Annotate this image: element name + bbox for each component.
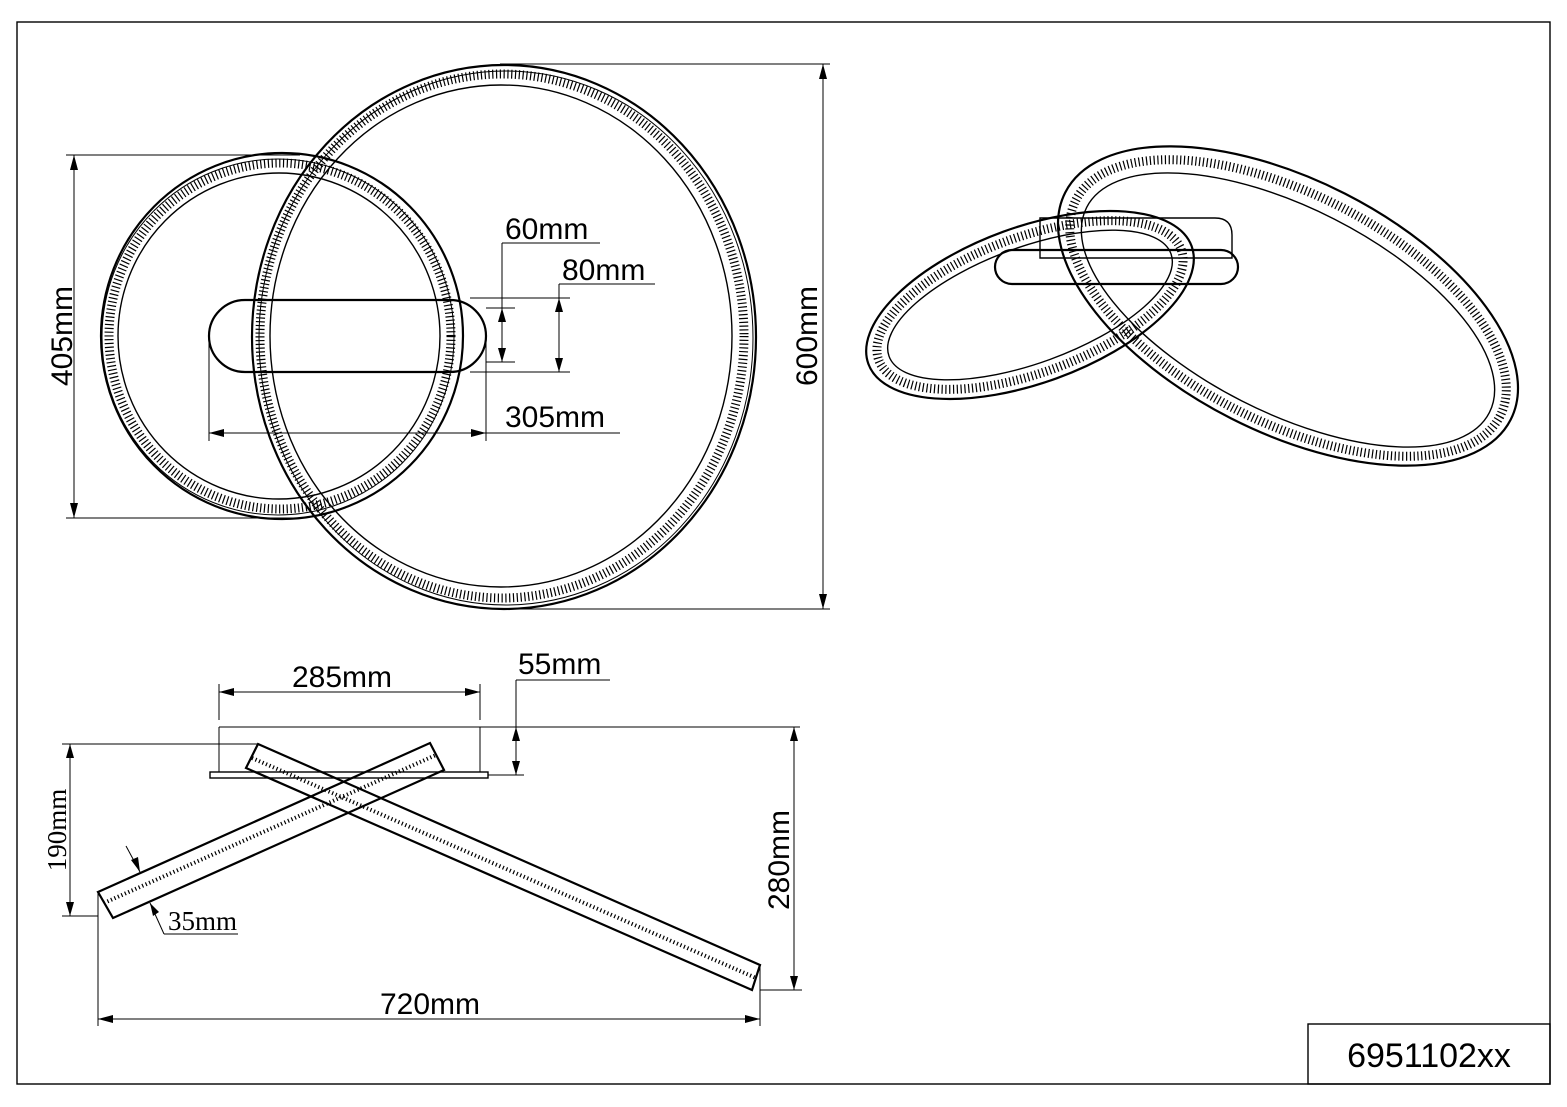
perspective-small-ring-outer (865, 209, 1195, 401)
small-ring-outer (99, 151, 465, 521)
top-view: 405mm 600mm 60mm 80mm 305mm (46, 63, 830, 611)
side-view: 285mm 55mm 190mm 280mm 35mm (42, 648, 802, 1026)
small-ring-inner (117, 172, 441, 500)
dim-190: 190mm (42, 789, 72, 872)
dim-80: 80mm (562, 254, 645, 287)
dim-280: 280mm (763, 810, 796, 910)
small-ring-profile (96, 741, 446, 920)
dim-305: 305mm (505, 401, 605, 434)
dim-55: 55mm (518, 648, 601, 681)
perspective-small-ring-led (872, 216, 1188, 394)
dim-35: 35mm (168, 906, 237, 936)
dim-600: 600mm (791, 286, 824, 386)
perspective-base-bar (993, 248, 1240, 286)
dim-60: 60mm (505, 213, 588, 246)
large-ring-profile (244, 742, 762, 992)
perspective-large-ring-outer (1056, 145, 1520, 467)
perspective-large-ring-led (1065, 155, 1511, 461)
dim-285: 285mm (292, 661, 392, 694)
base-bar (207, 298, 488, 374)
dim-720: 720mm (380, 988, 480, 1021)
canopy-plate (209, 771, 489, 779)
dim-405: 405mm (46, 286, 79, 386)
perspective-view (865, 145, 1520, 467)
drawing-frame (16, 21, 1551, 1085)
product-code-box (1307, 1023, 1551, 1085)
small-ring-led (104, 158, 456, 514)
product-code: 6951102xx (1347, 1037, 1511, 1075)
large-ring-inner (269, 84, 733, 588)
large-ring-led (255, 69, 749, 603)
